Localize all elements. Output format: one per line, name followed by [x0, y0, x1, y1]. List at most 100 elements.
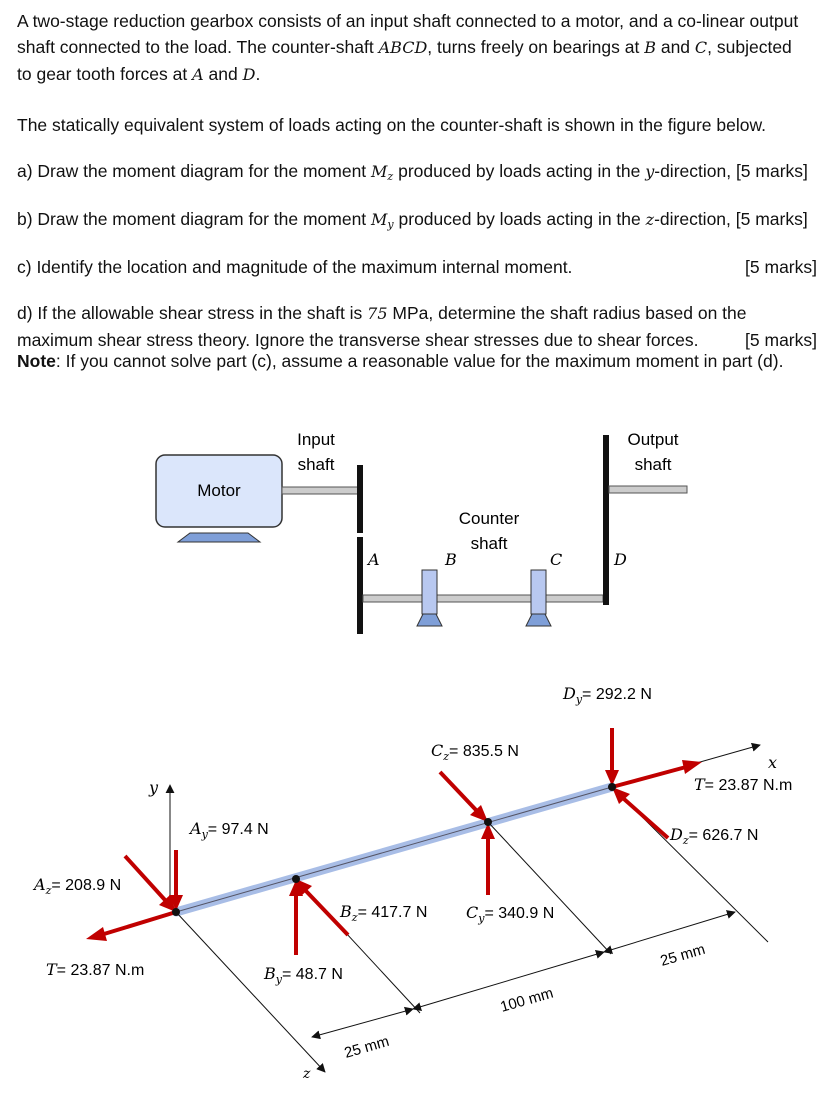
label-cy: Cy= 340.9 N: [466, 903, 554, 925]
intro-line-1: A two-stage reduction gearbox consists o…: [17, 11, 799, 31]
moment-symbol: M: [371, 210, 388, 229]
input-shaft: [281, 486, 359, 495]
gear-a: [357, 537, 363, 634]
direction-symbol: y: [645, 162, 655, 181]
part-a: a) Draw the moment diagram for the momen…: [17, 158, 825, 190]
force-arrows: [86, 728, 702, 955]
force-labels: Dy= 292.2 N Cz= 835.5 N T= 23.87 N.m Ay=…: [32, 684, 792, 986]
input-label-2: shaft: [298, 455, 335, 474]
z-axis: [175, 911, 326, 1073]
part-d-text: MPa, determine the shaft radius based on…: [387, 303, 747, 323]
part-b: b) Draw the moment diagram for the momen…: [17, 206, 825, 238]
output-shaft: [608, 485, 688, 494]
arrow-t-left: [86, 910, 177, 941]
part-d-text: d) If the allowable shear stress in the …: [17, 303, 368, 323]
arrow-bz: [296, 879, 350, 937]
point-c: [484, 818, 492, 826]
problem-intro: A two-stage reduction gearbox consists o…: [17, 8, 825, 88]
intro-text: , subjected: [707, 37, 792, 57]
z-axis-label: z: [302, 1066, 311, 1082]
intro-text: , turns freely on bearings at: [427, 37, 645, 57]
part-b-text: b) Draw the moment diagram for the momen…: [17, 209, 372, 229]
direction-symbol: z: [645, 210, 655, 229]
part-c: c) Identify the location and magnitude o…: [17, 254, 825, 280]
part-a-text: -direction, [5 marks]: [654, 161, 808, 181]
part-a-text: a) Draw the moment diagram for the momen…: [17, 161, 372, 181]
moment-symbol: M: [371, 162, 388, 181]
input-gear: [357, 465, 363, 533]
part-c-text: c) Identify the location and magnitude o…: [17, 257, 573, 277]
label-cz: Cz= 835.5 N: [431, 741, 519, 763]
note-text: : If you cannot solve part (c), assume a…: [55, 351, 784, 371]
gear-a-ref: A: [192, 65, 204, 84]
arrow-ay: [169, 850, 183, 911]
part-c-marks: [5 marks]: [745, 257, 817, 277]
dim-25-right-label: 25 mm: [658, 941, 707, 970]
dim-25-left-label: 25 mm: [342, 1033, 391, 1062]
dim-25-right: [603, 910, 736, 954]
gearbox-schematic: Motor Input shaft A Counter shaft B C D …: [155, 430, 688, 634]
intro-text: and: [203, 64, 243, 84]
label-dz: Dz= 626.7 N: [669, 825, 758, 847]
label-az: Az= 208.9 N: [32, 875, 121, 897]
label-c: C: [550, 550, 562, 569]
dim-100-label: 100 mm: [498, 985, 555, 1016]
label-dy: Dy= 292.2 N: [562, 684, 652, 706]
part-d: d) If the allowable shear stress in the …: [17, 300, 825, 353]
ext-line-c: [487, 821, 612, 955]
intro-text: shaft connected to the load. The counter…: [17, 37, 379, 57]
shaft-axis: [175, 786, 613, 913]
label-by: By= 48.7 N: [263, 964, 343, 986]
moment-subscript: y: [387, 218, 394, 231]
point-a: [172, 908, 180, 916]
x-axis-label: x: [768, 753, 777, 772]
bearing-b: [416, 569, 443, 627]
dim-25-left: [311, 1006, 414, 1040]
arrow-by: [289, 880, 303, 955]
label-t-right: T= 23.87 N.m: [694, 775, 792, 794]
moment-subscript: z: [387, 170, 394, 183]
counter-label-1: Counter: [459, 509, 520, 528]
input-label-1: Input: [297, 430, 335, 449]
label-a: A: [366, 550, 380, 569]
note-label: Note: [17, 351, 56, 371]
dim-100: [412, 950, 605, 1011]
label-bz: Bz= 417.7 N: [339, 902, 427, 924]
label-b: B: [444, 550, 457, 569]
counter-shaft: [362, 594, 604, 603]
intro-text: to gear tooth forces at: [17, 64, 193, 84]
bearing-c-ref: C: [694, 38, 708, 57]
intro-text: .: [255, 64, 261, 84]
part-b-text: -direction, [5 marks]: [654, 209, 808, 229]
motor-label: Motor: [197, 481, 241, 500]
intro-text: and: [655, 37, 695, 57]
arrow-dy: [605, 728, 619, 786]
arrow-az: [123, 854, 176, 912]
counter-label-2: shaft: [471, 534, 508, 553]
label-ay: Ay= 97.4 N: [188, 819, 269, 841]
part-b-text: produced by loads acting in the: [393, 209, 646, 229]
label-t-left: T= 23.87 N.m: [46, 960, 144, 979]
output-label-1: Output: [627, 430, 678, 449]
arrow-cy: [481, 823, 495, 895]
label-d: D: [613, 550, 627, 569]
shaft-abcd: ABCD: [378, 38, 428, 57]
motor-base: [176, 532, 262, 543]
output-label-2: shaft: [635, 455, 672, 474]
load-diagram: y x z 25 mm 100 mm 25 mm: [32, 684, 792, 1082]
part-a-text: produced by loads acting in the: [393, 161, 646, 181]
static-sentence: The statically equivalent system of load…: [17, 115, 767, 135]
gear-d-ref: D: [242, 65, 256, 84]
arrow-cz: [438, 770, 488, 822]
arrow-dz: [612, 787, 670, 840]
bearing-b-ref: B: [644, 38, 656, 57]
note: Note: If you cannot solve part (c), assu…: [17, 348, 825, 374]
point-b: [292, 875, 300, 883]
y-axis-label: y: [148, 778, 159, 797]
gear-d: [603, 435, 609, 605]
arrow-t-right: [611, 760, 702, 789]
part-d-marks: [5 marks]: [745, 330, 817, 350]
bearing-c: [525, 569, 552, 627]
allowable-stress-value: 75: [367, 304, 388, 323]
